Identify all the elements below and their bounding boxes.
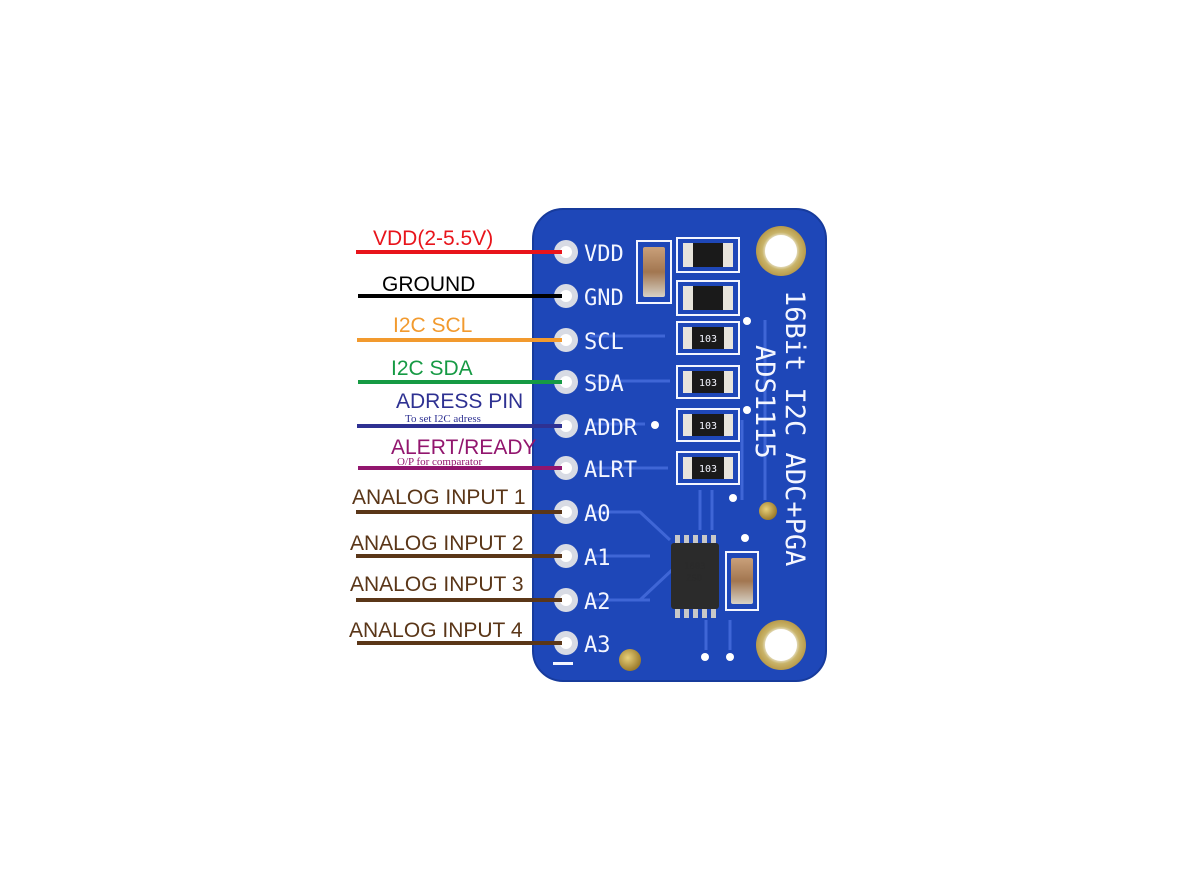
capacitor-c1 xyxy=(636,240,672,304)
header-pin-a0: A0 xyxy=(554,500,611,527)
chip-marking-line1: 1803 xyxy=(684,562,706,572)
capacitor-c2 xyxy=(725,551,759,611)
pin-name-gnd: GND xyxy=(584,286,624,311)
pin-name-scl: SCL xyxy=(584,330,624,355)
mounting-holes xyxy=(756,226,806,670)
pullup-resistors: 103 103 103 103 xyxy=(676,321,740,485)
header-pin-a1: A1 xyxy=(554,544,611,571)
ads1115-chip: 1803 ZSD xyxy=(671,535,719,618)
pin-label-5: ADRESS PIN xyxy=(396,390,524,413)
pin-name-a1: A1 xyxy=(584,546,611,571)
pin-label-9: ANALOG INPUT 3 xyxy=(350,573,524,596)
header-pin-a3: A3 xyxy=(554,631,611,658)
header-pin-a2: A2 xyxy=(554,588,611,615)
pin-label-2: GROUND xyxy=(382,273,476,296)
pin-sublabel-5: To set I2C adress xyxy=(405,413,481,425)
wires xyxy=(356,250,562,645)
resistor-r4: 103 xyxy=(676,451,740,485)
pin-label-3: I2C SCL xyxy=(393,314,473,337)
chip-marking-line2: ZSD xyxy=(686,574,702,584)
pin-name-alrt: ALRT xyxy=(584,458,637,483)
pin-sublabel-6: O/P for comparator xyxy=(397,456,483,468)
resistor-r3: 103 xyxy=(676,408,740,442)
pin-name-addr: ADDR xyxy=(584,416,638,441)
pin-name-a2: A2 xyxy=(584,590,611,615)
header-pin-gnd: GND xyxy=(554,284,624,311)
resistor-code: 103 xyxy=(699,421,717,432)
resistor-code: 103 xyxy=(699,378,717,389)
board-title-line1: 16Bit I2C ADC+PGA xyxy=(779,290,810,566)
header-pin-scl: SCL xyxy=(554,328,624,355)
header-pin-sda: SDA xyxy=(554,370,624,397)
pin-name-sda: SDA xyxy=(584,372,624,397)
pin-label-10: ANALOG INPUT 4 xyxy=(349,619,523,642)
header-pin-alrt: ALRT xyxy=(554,456,637,483)
board-title-line2: ADS1115 xyxy=(749,345,780,459)
resistor-r2: 103 xyxy=(676,365,740,399)
pin-name-a3: A3 xyxy=(584,633,611,658)
pin-label-6: ALERT/READY xyxy=(391,436,537,459)
header-pin-addr: ADDR xyxy=(554,414,638,441)
resistor-code: 103 xyxy=(699,464,717,475)
pin-label-8: ANALOG INPUT 2 xyxy=(350,532,524,555)
resistor-code: 103 xyxy=(699,334,717,345)
resistor-r1: 103 xyxy=(676,321,740,355)
capacitor-pair xyxy=(676,237,740,316)
board-title: 16Bit I2C ADC+PGA ADS1115 xyxy=(749,290,810,566)
pin-label-1: VDD(2-5.5V) xyxy=(373,227,494,250)
pin-name-a0: A0 xyxy=(584,502,611,527)
pin-name-vdd: VDD xyxy=(584,242,624,267)
pcb-traces xyxy=(590,320,767,650)
pin-label-7: ANALOG INPUT 1 xyxy=(352,486,526,509)
vias xyxy=(651,317,751,661)
pin-label-4: I2C SDA xyxy=(391,357,473,380)
header-pin-vdd: VDD xyxy=(554,240,624,267)
test-pads xyxy=(619,502,777,671)
pin1-marker xyxy=(553,662,573,665)
